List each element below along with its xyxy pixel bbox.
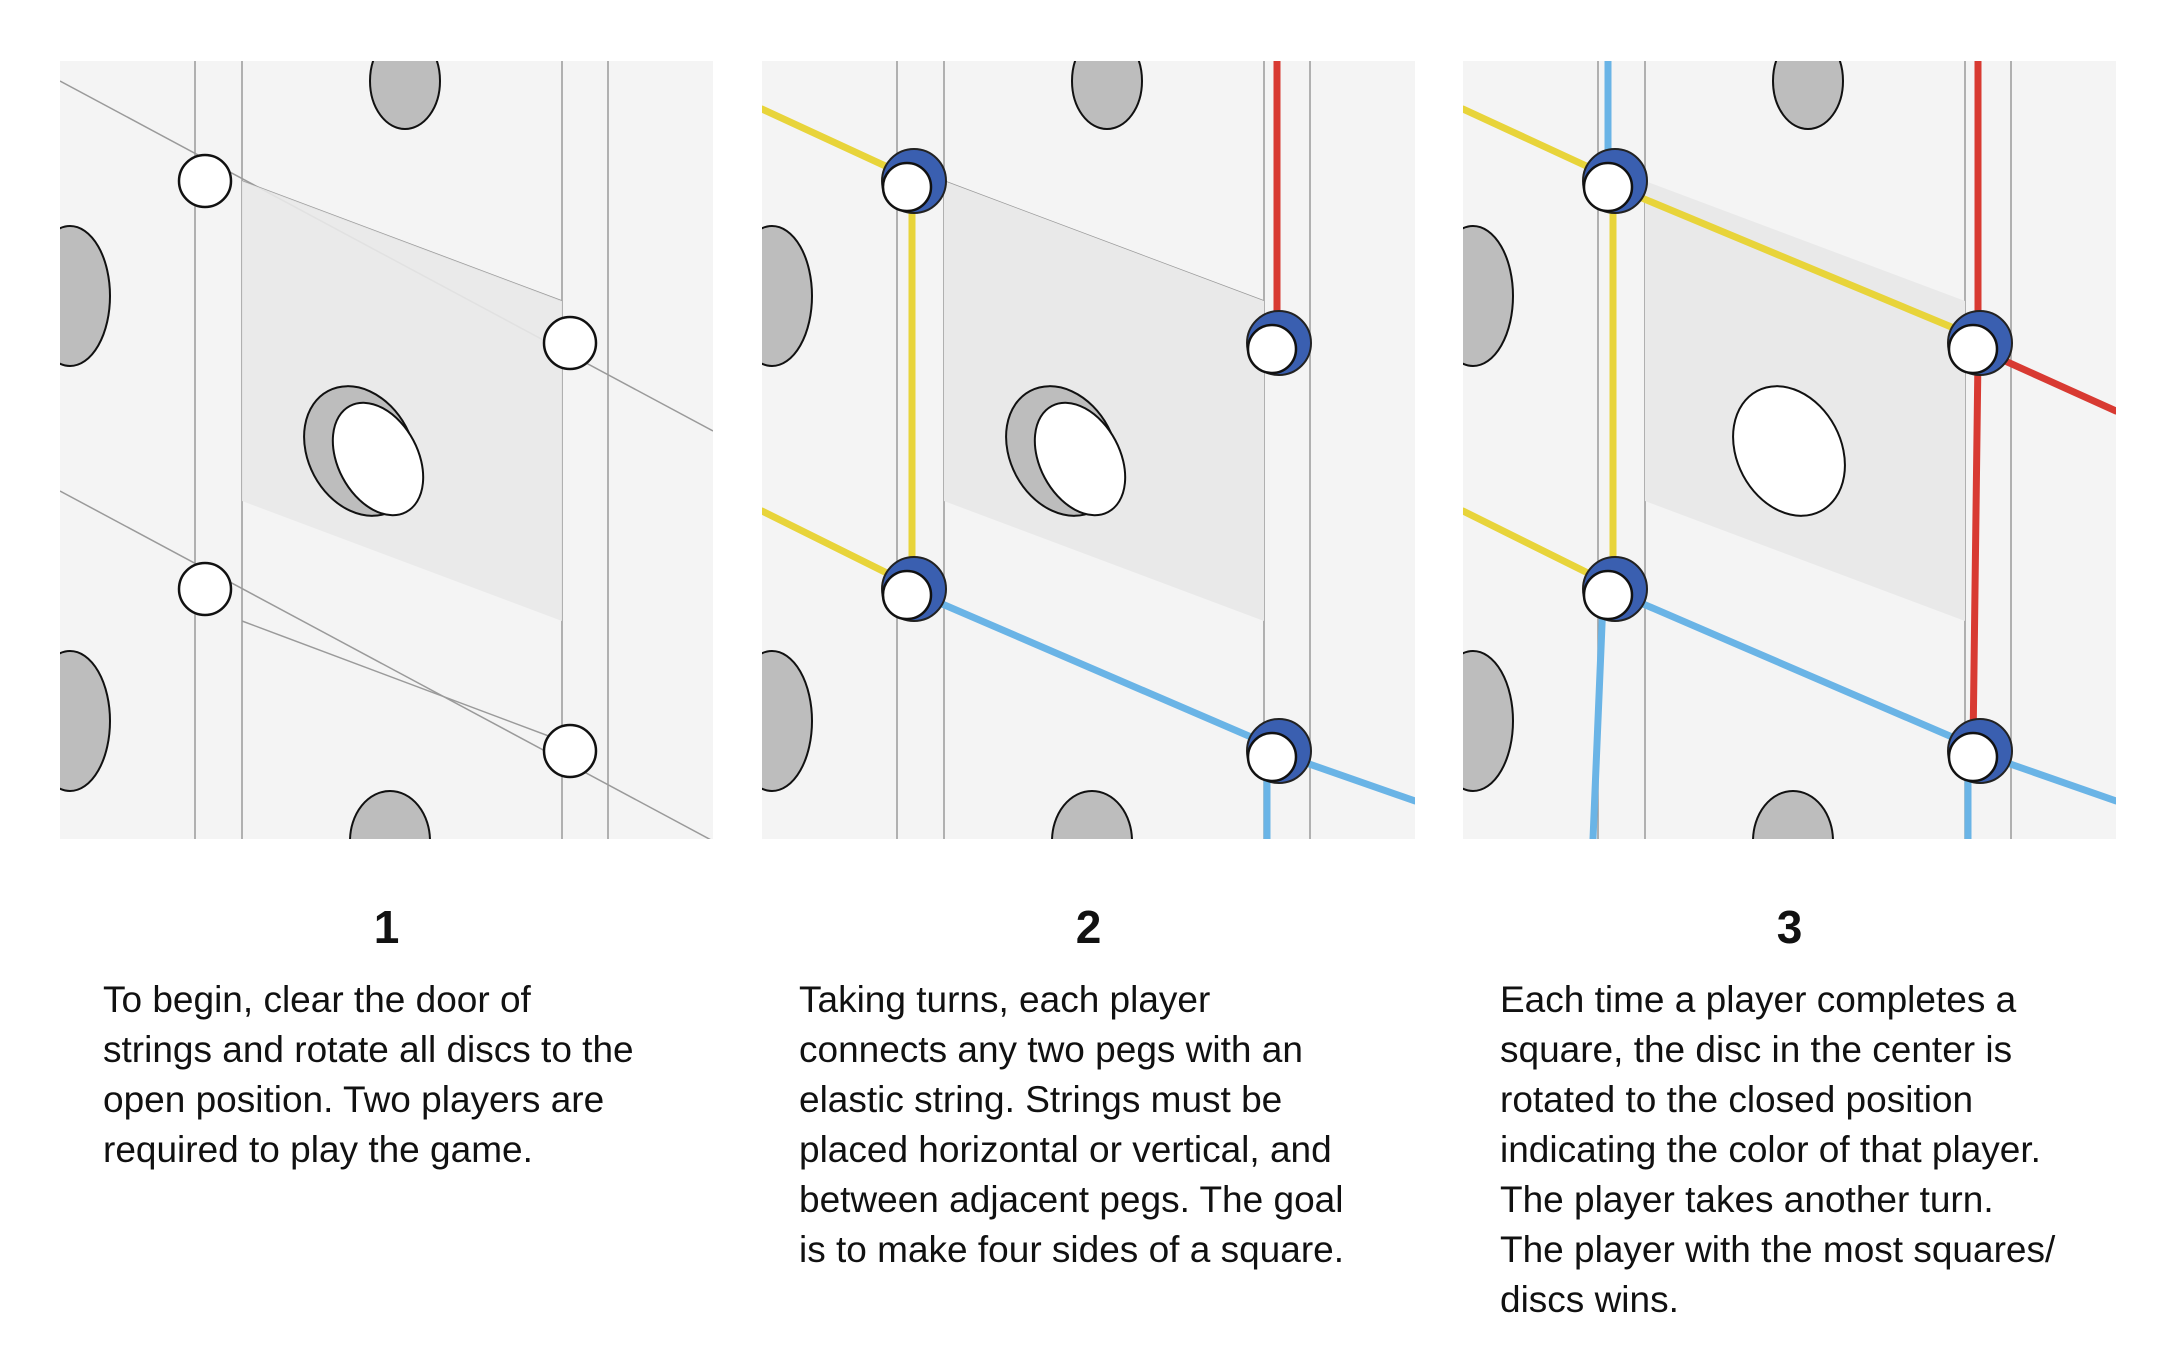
panel-step-3-illustration [1463,61,2116,839]
peg-group [177,153,598,779]
step-number-3: 3 [1776,901,1803,953]
disc-closed [1732,385,1846,517]
door-illustration-step-3 [1463,61,2116,839]
panel-step-2-illustration [762,61,1415,839]
string-blue [908,587,1415,839]
step-number-1: 1 [373,901,400,953]
panel-step-1-illustration [60,61,713,839]
disc-open [60,61,441,839]
step-description-3: Each time a player completes a square, t… [1500,979,2056,1320]
step-number-2: 2 [1075,901,1102,953]
string-yellow [762,105,916,587]
step-description-1: To begin, clear the door of strings and … [103,979,634,1170]
step-description-2: Taking turns, each player connects any t… [799,979,1344,1270]
door-illustration-step-2 [762,61,1415,839]
door-illustration-step-1 [60,61,713,839]
